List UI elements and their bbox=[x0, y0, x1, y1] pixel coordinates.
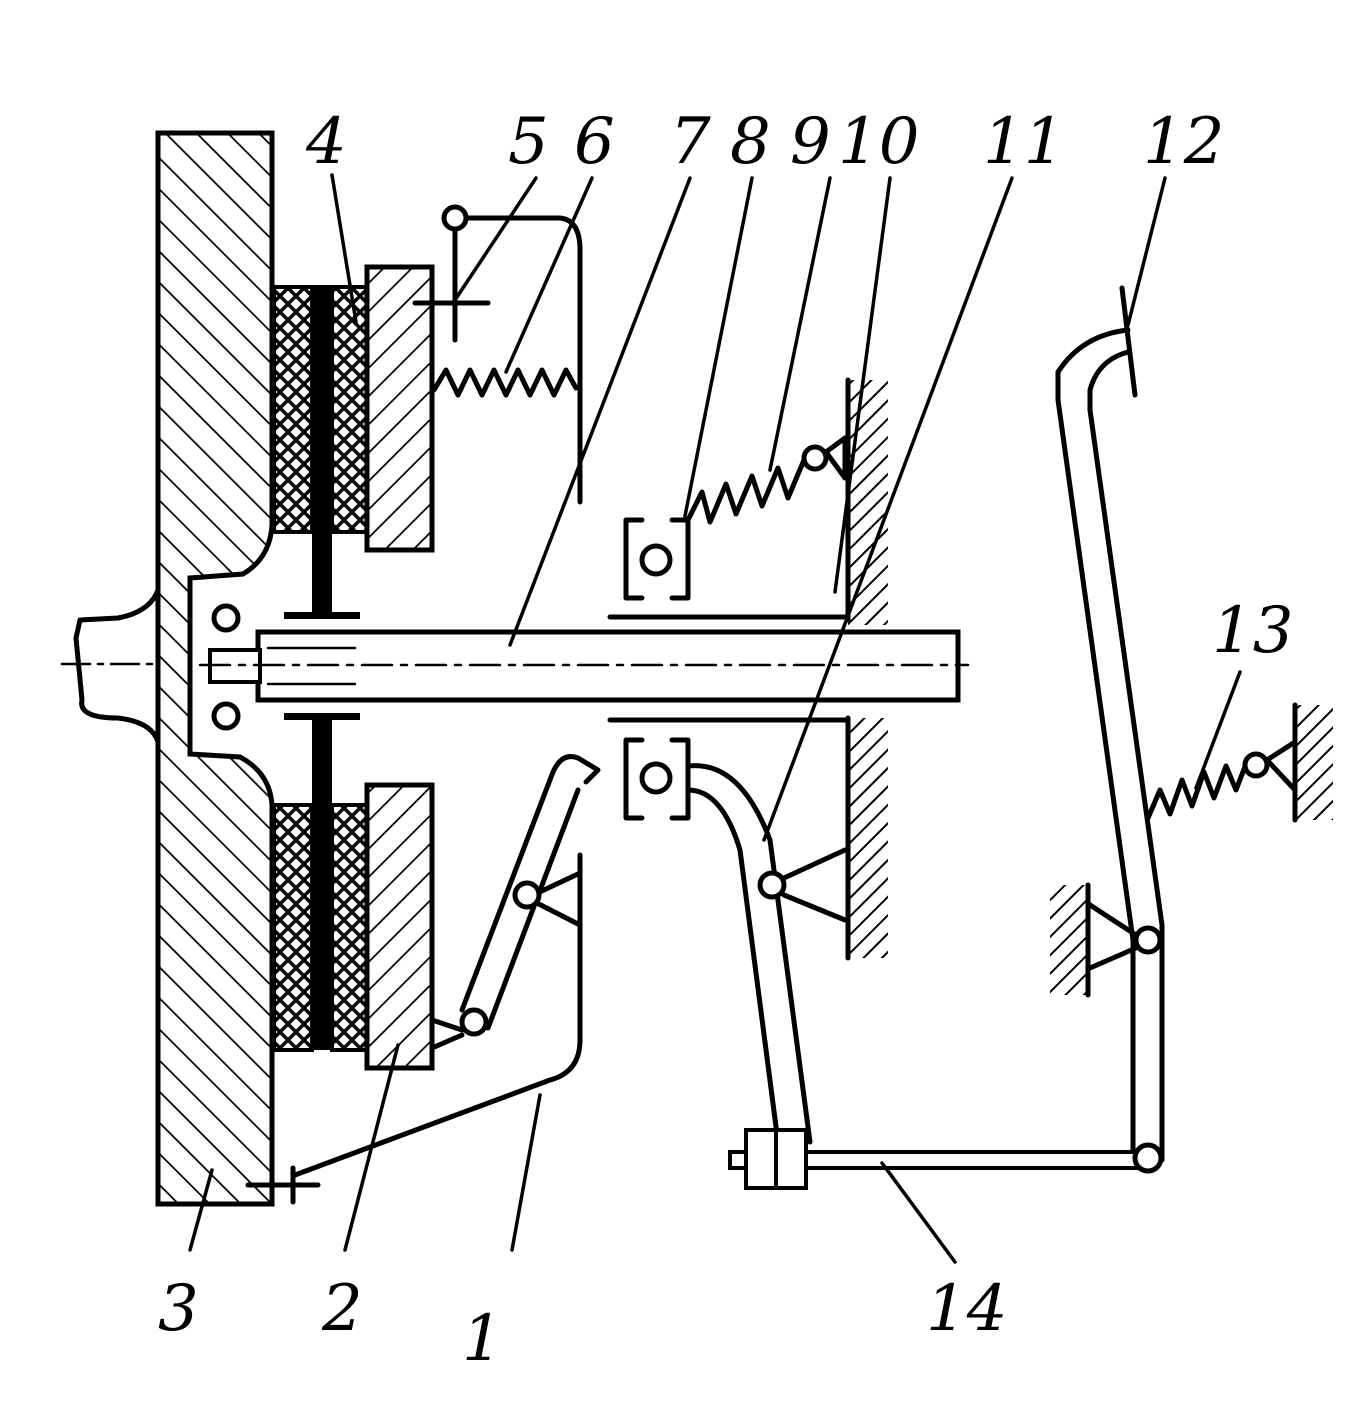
label-6: 6 bbox=[574, 105, 615, 179]
disc-hub bbox=[284, 612, 360, 720]
pressure-spring-upper bbox=[431, 367, 579, 398]
leader-lines bbox=[188, 173, 1242, 1264]
release-bearing bbox=[623, 517, 691, 821]
pedal-return-spring bbox=[1145, 702, 1333, 823]
label-9: 9 bbox=[790, 105, 831, 179]
release-lever-lower bbox=[245, 852, 583, 1205]
flywheel bbox=[155, 130, 275, 1207]
label-5: 5 bbox=[508, 105, 549, 179]
label-4: 4 bbox=[305, 105, 347, 179]
return-spring bbox=[685, 435, 848, 525]
label-11: 11 bbox=[983, 105, 1064, 179]
pressure-plate-lower bbox=[364, 782, 435, 1071]
clutch-shaft bbox=[198, 629, 970, 703]
pedal-pivot-wall bbox=[1050, 882, 1091, 998]
housing-wall bbox=[845, 377, 888, 961]
label-10: 10 bbox=[838, 105, 919, 179]
driven-disc-upper bbox=[272, 285, 370, 617]
label-8: 8 bbox=[730, 105, 771, 179]
release-fork bbox=[685, 763, 848, 1145]
release-lever-upper bbox=[412, 204, 583, 505]
crankshaft-end bbox=[60, 587, 161, 745]
label-7: 7 bbox=[670, 105, 711, 179]
pressure-link bbox=[429, 754, 601, 1051]
pressure-plate-upper bbox=[364, 264, 435, 553]
label-2: 2 bbox=[321, 1272, 363, 1346]
clutch-pedal bbox=[1055, 285, 1165, 1174]
lever-pivot-bracket bbox=[524, 870, 583, 928]
label-13: 13 bbox=[1212, 594, 1293, 668]
label-3: 3 bbox=[158, 1272, 199, 1346]
driven-disc-lower bbox=[272, 718, 370, 1052]
label-12: 12 bbox=[1143, 105, 1224, 179]
pilot-bearing bbox=[211, 603, 241, 731]
pull-rod bbox=[728, 1128, 1152, 1190]
label-14: 14 bbox=[926, 1272, 1007, 1346]
label-1: 1 bbox=[462, 1302, 503, 1376]
